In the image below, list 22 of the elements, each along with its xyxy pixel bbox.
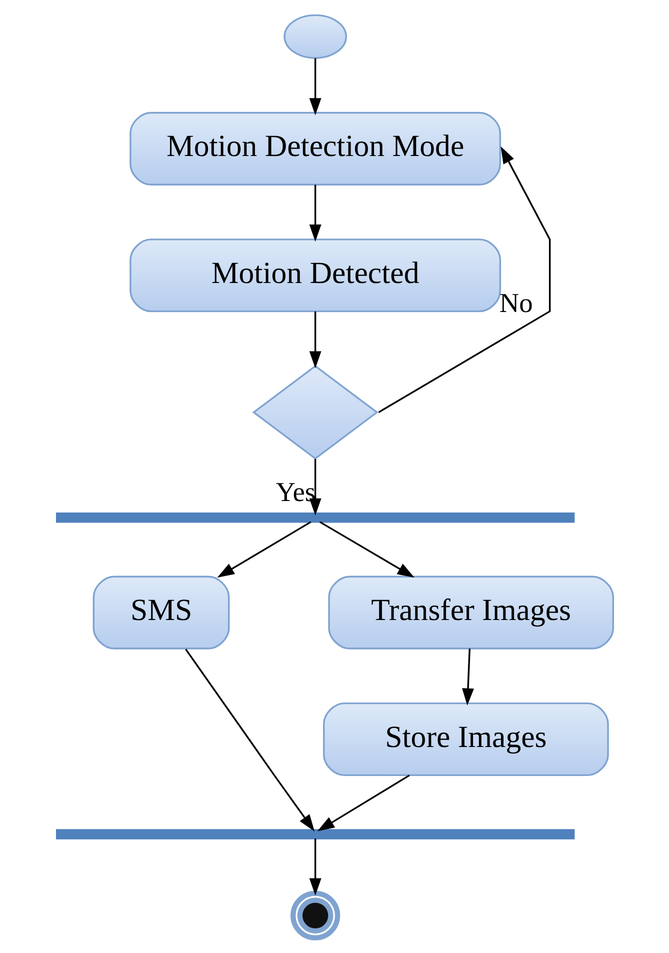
node-bar (56, 512, 574, 523)
node-bar (56, 829, 574, 840)
node-box: Motion Detected (129, 238, 501, 312)
node-box: SMS (92, 576, 230, 650)
arrow (308, 459, 321, 516)
arrow (184, 648, 314, 832)
edge-label: Yes (275, 476, 316, 507)
arrow (308, 58, 321, 116)
arrow (308, 184, 321, 242)
node-bullseye (290, 890, 340, 940)
arrow (378, 146, 550, 414)
arrow (318, 521, 414, 578)
node-box: Motion Detection Mode (129, 112, 501, 186)
node-circle (283, 14, 346, 59)
arrow (462, 648, 474, 706)
arrow (216, 521, 311, 578)
node-diamond (252, 365, 378, 460)
node-box: Store Images (322, 702, 608, 776)
arrow (308, 311, 321, 368)
edge-label: No (498, 288, 532, 318)
arrow (316, 774, 410, 832)
node-box: Transfer Images (328, 576, 614, 650)
